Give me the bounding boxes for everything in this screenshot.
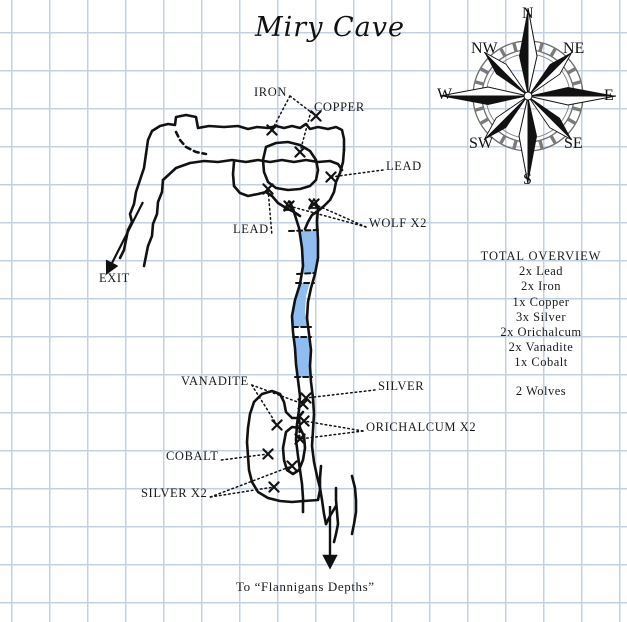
water-pool-lower [290, 337, 318, 377]
leader-line [251, 384, 304, 405]
leader-line [313, 203, 367, 228]
cave-wall-dashed-link [174, 130, 208, 156]
leader-line [299, 430, 364, 440]
exit-arrow [105, 201, 144, 275]
page-title: Miry Cave [255, 12, 406, 43]
overview-item: 2x Lead [518, 264, 564, 279]
cave-wall-inner-north [161, 158, 344, 182]
x-marker [294, 146, 306, 158]
cave-inner-pocket [281, 425, 307, 476]
cave-inner-island [261, 140, 320, 192]
leader-line [299, 110, 312, 153]
resource-x-markers [262, 110, 337, 493]
cave-wall-chamber-east [303, 148, 346, 231]
wolf-triangle [308, 198, 320, 209]
cave-wall-outer-north [144, 113, 346, 156]
compass-label-n: N [522, 5, 534, 22]
resource-label-vanadite: VANADITE [181, 374, 249, 388]
marker-leader-lines [209, 95, 384, 498]
overview-spacer [466, 371, 616, 384]
leader-line [209, 486, 275, 498]
cave-wall-depths-east [350, 474, 358, 536]
compass-label-s: S [523, 171, 532, 188]
x-marker [297, 398, 309, 410]
compass-label-nw: NW [471, 40, 498, 57]
cave-shaft-east [305, 206, 328, 526]
resource-label-silver: SILVER [378, 379, 425, 393]
water-pool-middle [290, 283, 318, 327]
wolf-triangle [283, 200, 295, 211]
leader-line [220, 453, 269, 461]
x-marker [271, 419, 283, 431]
x-marker [310, 110, 322, 122]
resource-label-iron: IRON [254, 85, 287, 99]
leader-line [330, 169, 384, 178]
compass-label-sw: SW [469, 135, 493, 152]
x-marker [286, 460, 298, 472]
resource-label-cobalt: COBALT [166, 449, 219, 463]
compass-cardinal-points [439, 7, 617, 185]
leader-line [267, 188, 273, 234]
overview-heading: TOTAL OVERVIEW [480, 249, 602, 263]
x-marker [262, 448, 274, 460]
resource-label-silver-x2: SILVER X2 [141, 486, 208, 500]
overview-item: 1x Copper [512, 294, 570, 309]
x-marker [308, 198, 320, 210]
depths-label: To “Flannigans Depths” [236, 579, 375, 594]
cave-shaft-west [288, 200, 305, 514]
cave-outline [118, 113, 358, 544]
leader-line [303, 420, 364, 432]
resource-label-wolf-x2: WOLF X2 [369, 216, 428, 230]
cave-lower-dashed-link [297, 416, 302, 440]
overview-creatures: 2 Wolves [515, 383, 567, 398]
cave-wall-depths-west [332, 486, 340, 544]
leader-line [288, 205, 367, 228]
x-marker [298, 415, 310, 427]
overview-item: 3x Silver [516, 309, 566, 324]
compass-rose [439, 7, 617, 185]
x-marker [266, 124, 278, 136]
x-marker [262, 183, 274, 195]
overview-item: 2x Orichalcum [500, 325, 582, 340]
cave-wall-lower-floor [302, 464, 323, 503]
compass-label-ne: NE [563, 40, 585, 57]
compass-ordinal-points [483, 51, 573, 141]
x-marker [325, 171, 337, 183]
cave-wall-lower-north [252, 389, 305, 420]
leader-line [271, 95, 291, 131]
water-pools [290, 231, 318, 377]
x-marker [294, 433, 306, 445]
x-marker [283, 200, 295, 212]
exit-label: EXIT [99, 271, 130, 285]
compass-label-se: SE [564, 135, 583, 152]
resource-label-lead: LEAD [233, 222, 269, 236]
cave-wall-west-outer [118, 152, 148, 260]
x-marker [268, 481, 280, 493]
resource-label-orichalcum-x2: ORICHALCUM X2 [366, 420, 477, 434]
leader-line [305, 389, 376, 399]
leader-line [209, 465, 293, 498]
x-marker [300, 392, 312, 404]
compass-label-w: W [437, 86, 453, 103]
overview-item: 2x Vanadite [508, 340, 574, 355]
cave-wall-west-inner [142, 178, 165, 268]
resource-label-lead: LEAD [386, 159, 422, 173]
leader-line [251, 384, 278, 426]
cave-wall-lower-west [245, 400, 306, 504]
overview-item: 1x Cobalt [514, 355, 568, 370]
compass-label-e: E [604, 87, 614, 104]
resource-label-copper: COPPER [314, 100, 365, 114]
overview-item: 2x Iron [521, 279, 561, 294]
wolf-markers [283, 198, 320, 211]
